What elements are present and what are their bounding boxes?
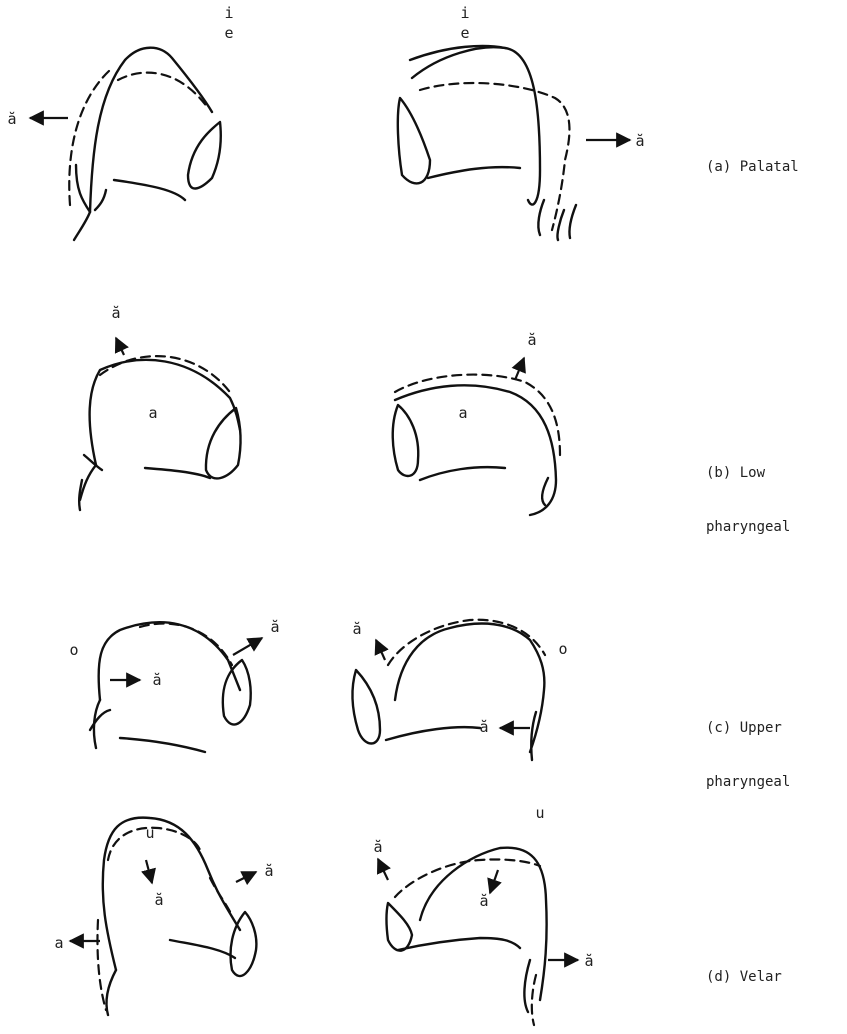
- vowel-label: ă: [154, 891, 163, 909]
- vowel-label: u: [535, 804, 544, 822]
- caption-line: pharyngeal: [706, 518, 790, 536]
- vowel-label: u: [145, 824, 154, 842]
- vowel-label: i: [460, 4, 469, 22]
- vowel-label: o: [558, 640, 567, 658]
- vowel-label: e: [224, 24, 233, 42]
- vowel-label: a: [148, 404, 157, 422]
- vowel-label: ă: [635, 132, 644, 150]
- caption-line: (a) Palatal: [706, 158, 799, 176]
- caption-line: (c) Upper: [706, 719, 790, 737]
- vowel-label: ă: [152, 671, 161, 689]
- vowel-label: ă: [479, 718, 488, 736]
- row-c-left-tract: [90, 622, 262, 752]
- vowel-label: ă: [479, 892, 488, 910]
- caption-palatal: (a) Palatal: [706, 122, 799, 194]
- caption-line: (d) Velar: [706, 968, 782, 986]
- caption-low-pharyngeal: (b) Low pharyngeal: [706, 428, 790, 554]
- vowel-label: ă: [584, 952, 593, 970]
- vowel-label: ă: [264, 862, 273, 880]
- vowel-label: ă: [352, 620, 361, 638]
- row-d-left-tract: [70, 818, 256, 1015]
- vowel-label: o: [69, 641, 78, 659]
- row-d-right-tract: [378, 848, 578, 1025]
- caption-upper-pharyngeal: (c) Upper pharyngeal: [706, 683, 790, 809]
- vowel-label: i: [224, 4, 233, 22]
- row-b-left-tract: [79, 338, 240, 510]
- vowel-label: a: [458, 404, 467, 422]
- caption-line: (b) Low: [706, 464, 790, 482]
- caption-velar: (d) Velar: [706, 932, 782, 1004]
- vowel-label: a: [54, 934, 63, 952]
- vowel-label: ă: [7, 110, 16, 128]
- vowel-label: ă: [270, 618, 279, 636]
- row-c-right-tract: [352, 620, 545, 760]
- vowel-label: ă: [373, 838, 382, 856]
- row-a-right-tract: [398, 46, 630, 240]
- caption-line: pharyngeal: [706, 773, 790, 791]
- vowel-label: ă: [111, 304, 120, 322]
- vowel-label: e: [460, 24, 469, 42]
- row-a-left-tract: [30, 48, 221, 240]
- row-b-right-tract: [393, 358, 560, 515]
- vowel-label: ă: [527, 331, 536, 349]
